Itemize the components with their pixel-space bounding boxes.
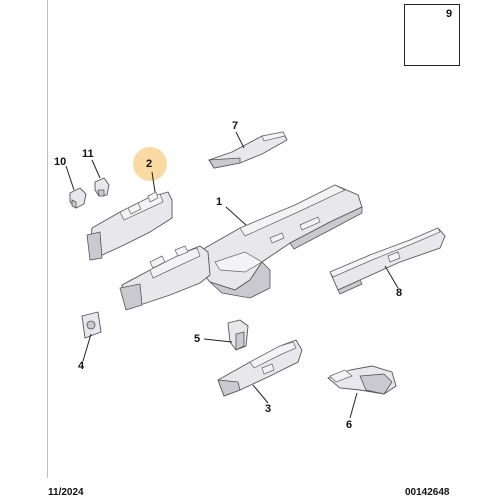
callout-2[interactable]: 2 bbox=[146, 158, 153, 170]
callout-7[interactable]: 7 bbox=[232, 120, 239, 132]
left-margin-rule bbox=[47, 0, 48, 478]
callout-5[interactable]: 5 bbox=[194, 333, 201, 345]
callout-4[interactable]: 4 bbox=[78, 360, 85, 372]
part-5-bracket[interactable] bbox=[227, 319, 249, 351]
footer-date: 11/2024 bbox=[48, 487, 84, 498]
part-2-upper-section[interactable] bbox=[86, 191, 173, 261]
leader-line-7 bbox=[235, 131, 245, 149]
leader-line-4 bbox=[82, 333, 92, 362]
callout-10[interactable]: 10 bbox=[54, 156, 67, 168]
callout-2-highlight bbox=[133, 147, 167, 181]
leader-line-3 bbox=[252, 384, 269, 404]
part-8-side-rail[interactable] bbox=[329, 227, 446, 295]
leader-line-6 bbox=[349, 392, 358, 419]
leader-line-1 bbox=[225, 206, 247, 226]
callout-8[interactable]: 8 bbox=[396, 287, 403, 299]
part-7-bracket[interactable] bbox=[208, 131, 288, 169]
leader-line-2 bbox=[151, 171, 156, 193]
callout-9[interactable]: 9 bbox=[446, 8, 453, 20]
callout-11[interactable]: 11 bbox=[82, 148, 94, 160]
part-11-clip[interactable] bbox=[94, 177, 110, 197]
part-1-main-rail[interactable] bbox=[199, 184, 363, 299]
part-9-inset-frame bbox=[404, 4, 460, 66]
leader-line-10 bbox=[65, 165, 75, 191]
callout-1[interactable]: 1 bbox=[216, 196, 223, 208]
leader-line-8 bbox=[384, 265, 399, 289]
callout-3[interactable]: 3 bbox=[265, 403, 272, 415]
part-10-small-bracket[interactable] bbox=[69, 187, 87, 209]
leader-line-11 bbox=[91, 159, 101, 179]
leader-line-5 bbox=[203, 338, 233, 343]
callout-6[interactable]: 6 bbox=[346, 419, 353, 431]
part-2-front-rail[interactable] bbox=[119, 245, 211, 311]
part-3-lower-rail[interactable] bbox=[217, 339, 303, 397]
part-6-rear-bracket[interactable] bbox=[327, 365, 397, 395]
part-4-plate[interactable] bbox=[81, 311, 102, 339]
footer-reference: 00142648 bbox=[405, 487, 450, 498]
